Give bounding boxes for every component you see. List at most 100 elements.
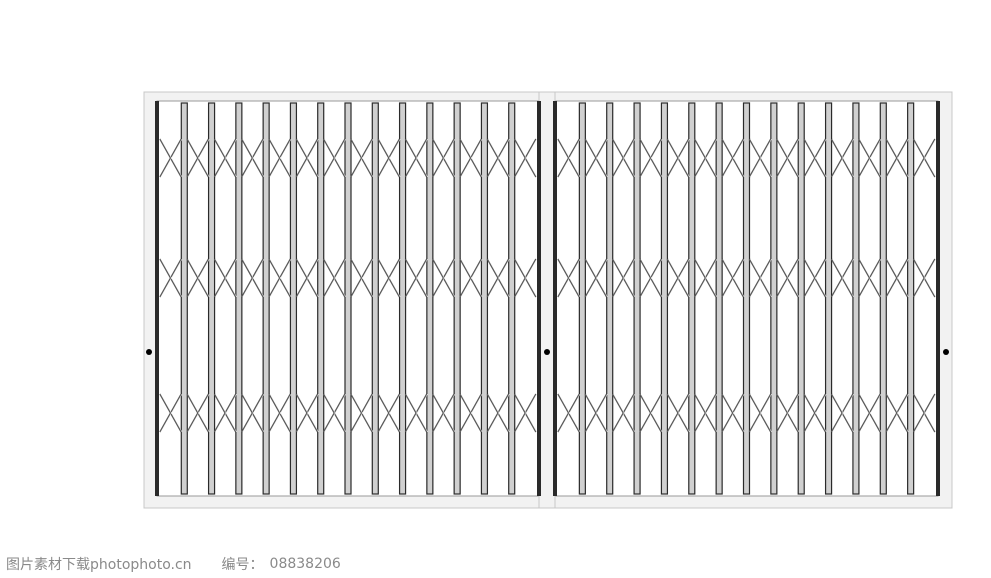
right-lattice-highlight	[668, 138, 690, 178]
left-lattice-highlight	[324, 258, 347, 298]
right-lattice-cross	[612, 138, 635, 178]
right-lattice-cross	[557, 393, 581, 433]
right-lattice-cross	[776, 138, 799, 178]
right-lattice-cross	[830, 138, 854, 178]
right-edge-bar	[553, 101, 557, 496]
left-bar	[398, 102, 407, 495]
left-lattice-highlight	[215, 138, 237, 178]
right-bar	[797, 102, 805, 495]
left-lattice-highlight	[351, 138, 374, 178]
left-lattice-cross	[514, 138, 537, 178]
left-bar	[453, 102, 461, 495]
left-lattice-cross	[514, 258, 537, 298]
left-lattice-highlight	[488, 138, 510, 178]
left-lattice-highlight	[433, 138, 456, 178]
right-lattice-highlight	[613, 258, 636, 298]
left-lattice-highlight	[187, 138, 210, 178]
left-lattice-cross	[268, 258, 292, 298]
hinge-dot	[943, 349, 949, 355]
right-lattice-highlight	[886, 138, 909, 178]
left-lattice-highlight	[488, 258, 510, 298]
left-lattice-highlight	[297, 258, 319, 298]
right-bar	[824, 102, 833, 495]
right-lattice-cross	[776, 393, 799, 433]
left-lattice-highlight	[160, 258, 183, 298]
left-lattice-highlight	[324, 138, 347, 178]
left-lattice-highlight	[297, 138, 319, 178]
left-lattice-cross	[295, 258, 319, 298]
right-lattice-cross	[639, 258, 663, 298]
left-edge-bar	[155, 101, 159, 496]
right-lattice-highlight	[914, 393, 937, 433]
watermark: 图片素材下载photophoto.cn 编号： 08838206	[6, 554, 341, 574]
right-lattice-highlight	[859, 393, 882, 433]
left-lattice-cross	[241, 258, 264, 298]
left-lattice-highlight	[187, 258, 210, 298]
right-lattice-highlight	[914, 258, 937, 298]
right-lattice-cross	[584, 258, 608, 298]
right-lattice-highlight	[640, 393, 663, 433]
left-edge-bar	[537, 101, 541, 496]
right-lattice-highlight	[859, 258, 882, 298]
left-bar	[235, 102, 243, 495]
left-lattice-cross	[323, 258, 346, 298]
right-lattice-highlight	[558, 258, 581, 298]
right-lattice-cross	[885, 393, 909, 433]
right-lattice-highlight	[777, 393, 800, 433]
left-lattice-highlight	[351, 393, 374, 433]
left-lattice-cross	[432, 393, 455, 433]
right-lattice-highlight	[804, 138, 827, 178]
right-lattice-highlight	[722, 258, 745, 298]
right-lattice-highlight	[914, 138, 937, 178]
left-lattice-highlight	[433, 393, 456, 433]
left-lattice-cross	[377, 258, 401, 298]
right-lattice-highlight	[804, 393, 827, 433]
left-lattice-cross	[432, 138, 455, 178]
left-lattice-cross	[514, 393, 537, 433]
right-lattice-cross	[858, 393, 881, 433]
left-bar	[426, 102, 434, 495]
right-lattice-cross	[803, 393, 827, 433]
right-lattice-highlight	[640, 138, 663, 178]
left-bar	[317, 102, 325, 495]
right-lattice-cross	[885, 138, 909, 178]
left-lattice-cross	[432, 258, 455, 298]
watermark-id-label: 编号：	[221, 557, 264, 573]
right-lattice-cross	[694, 393, 717, 433]
right-lattice-highlight	[668, 258, 690, 298]
right-lattice-cross	[666, 258, 690, 298]
right-lattice-highlight	[640, 258, 663, 298]
right-bar	[606, 102, 614, 495]
left-lattice-highlight	[406, 138, 428, 178]
right-lattice-highlight	[832, 258, 854, 298]
right-lattice-highlight	[613, 393, 636, 433]
left-lattice-cross	[404, 138, 428, 178]
left-lattice-cross	[486, 258, 510, 298]
left-bar	[344, 102, 352, 495]
left-lattice-highlight	[515, 393, 538, 433]
left-lattice-cross	[350, 138, 373, 178]
right-bar	[770, 102, 778, 495]
right-lattice-cross	[639, 138, 663, 178]
left-lattice-cross	[213, 393, 237, 433]
left-lattice-highlight	[242, 258, 265, 298]
left-lattice-highlight	[378, 138, 401, 178]
left-bar	[480, 102, 489, 495]
left-lattice-highlight	[406, 258, 428, 298]
right-bar	[907, 102, 915, 495]
gate-lattice	[159, 138, 937, 433]
right-lattice-highlight	[886, 393, 909, 433]
left-lattice-highlight	[460, 258, 483, 298]
right-lattice-cross	[885, 258, 909, 298]
right-lattice-highlight	[722, 393, 745, 433]
right-lattice-cross	[666, 138, 690, 178]
left-lattice-highlight	[269, 258, 292, 298]
left-lattice-cross	[377, 138, 401, 178]
right-lattice-highlight	[859, 138, 882, 178]
right-lattice-highlight	[750, 258, 772, 298]
left-lattice-highlight	[378, 393, 401, 433]
right-lattice-highlight	[777, 258, 800, 298]
right-lattice-cross	[748, 138, 772, 178]
gate-bars	[155, 101, 940, 496]
